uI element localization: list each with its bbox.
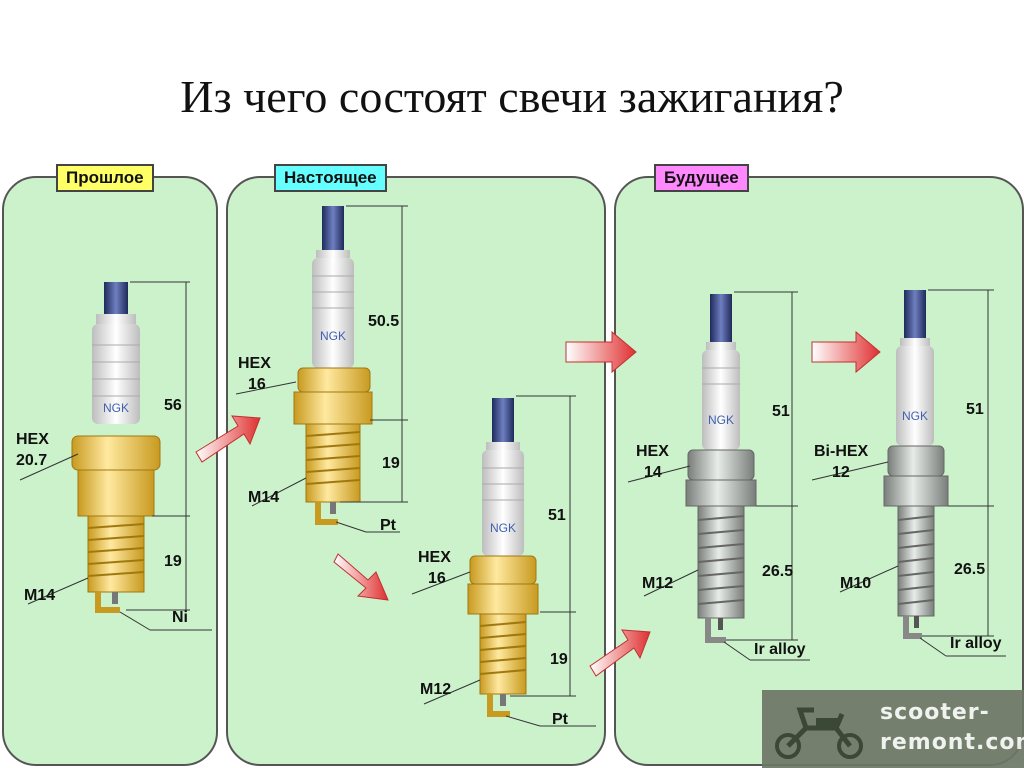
thread-label: M12 xyxy=(642,575,673,592)
dims-future-a xyxy=(627,291,810,661)
brand-logo: NGK xyxy=(902,409,928,423)
thread-label: M10 xyxy=(840,575,871,592)
plug-future-b: NGK xyxy=(883,290,949,639)
plug-present-a: NGK xyxy=(293,206,373,525)
watermark-line-2: remont.com xyxy=(880,730,1024,755)
tag-future: Будущее xyxy=(654,164,749,192)
brand-logo: NGK xyxy=(490,521,516,535)
length-label: 51 xyxy=(966,401,984,418)
panel-future xyxy=(614,176,1024,766)
thread xyxy=(87,515,145,593)
hex-label: HEX xyxy=(16,431,49,448)
brand-logo: NGK xyxy=(708,413,734,427)
arrow-icon xyxy=(811,330,881,374)
insulator xyxy=(92,324,140,424)
brand-logo: NGK xyxy=(320,329,346,343)
plug-present-b: NGK xyxy=(467,398,539,717)
length-label: 51 xyxy=(548,507,566,524)
arrow-icon xyxy=(333,553,389,601)
hex-label: Bi-HEX xyxy=(814,443,869,460)
reach-label: 26.5 xyxy=(954,561,985,578)
watermark-logo: scooter- remont.com xyxy=(762,690,1024,768)
hex-label: HEX xyxy=(238,355,271,372)
dims-present-b xyxy=(411,395,596,727)
electrode-label: Ir alloy xyxy=(754,641,806,658)
electrode-label: Pt xyxy=(552,711,569,728)
arrow-icon xyxy=(589,629,651,677)
hex-size-label: 12 xyxy=(832,464,850,481)
tag-present: Настоящее xyxy=(274,164,387,192)
thread-label: M14 xyxy=(24,587,55,604)
length-label: 56 xyxy=(164,397,182,414)
length-label: 50.5 xyxy=(368,313,399,330)
progress-arrows xyxy=(195,330,881,677)
dims-future-b xyxy=(811,289,1006,657)
arrow-icon xyxy=(195,415,261,463)
terminal-nut xyxy=(104,282,128,314)
scooter-icon xyxy=(775,707,863,759)
hex-label: HEX xyxy=(636,443,669,460)
reach-label: 26.5 xyxy=(762,563,793,580)
thread-label: M14 xyxy=(248,489,279,506)
electrode-label: Ni xyxy=(172,609,188,626)
thread-label: M12 xyxy=(420,681,451,698)
electrode-label: Ir alloy xyxy=(950,635,1002,652)
length-label: 51 xyxy=(772,403,790,420)
reach-label: 19 xyxy=(382,455,400,472)
panel-present xyxy=(226,176,606,766)
hex-size-label: 14 xyxy=(644,464,662,481)
tag-past: Прошлое xyxy=(56,164,154,192)
hex-size-label: 16 xyxy=(428,570,446,587)
ground-electrode xyxy=(95,592,120,613)
hex-size-label: 16 xyxy=(248,376,266,393)
watermark-line-1: scooter- xyxy=(880,700,990,725)
plug-future-a: NGK xyxy=(685,294,757,643)
electrode-label: Pt xyxy=(380,517,397,534)
dims-present-a xyxy=(235,205,408,533)
hex-nut xyxy=(71,435,161,471)
slide-title: Из чего состоят свечи зажигания? xyxy=(180,71,844,122)
arrow-icon xyxy=(565,330,637,374)
reach-label: 19 xyxy=(164,553,182,570)
hex-size-label: 20.7 xyxy=(16,452,47,469)
plug-past: NGK xyxy=(71,282,161,613)
reach-label: 19 xyxy=(550,651,568,668)
dims-past xyxy=(19,281,212,631)
hex-label: HEX xyxy=(418,549,451,566)
brand-logo: NGK xyxy=(103,401,129,415)
